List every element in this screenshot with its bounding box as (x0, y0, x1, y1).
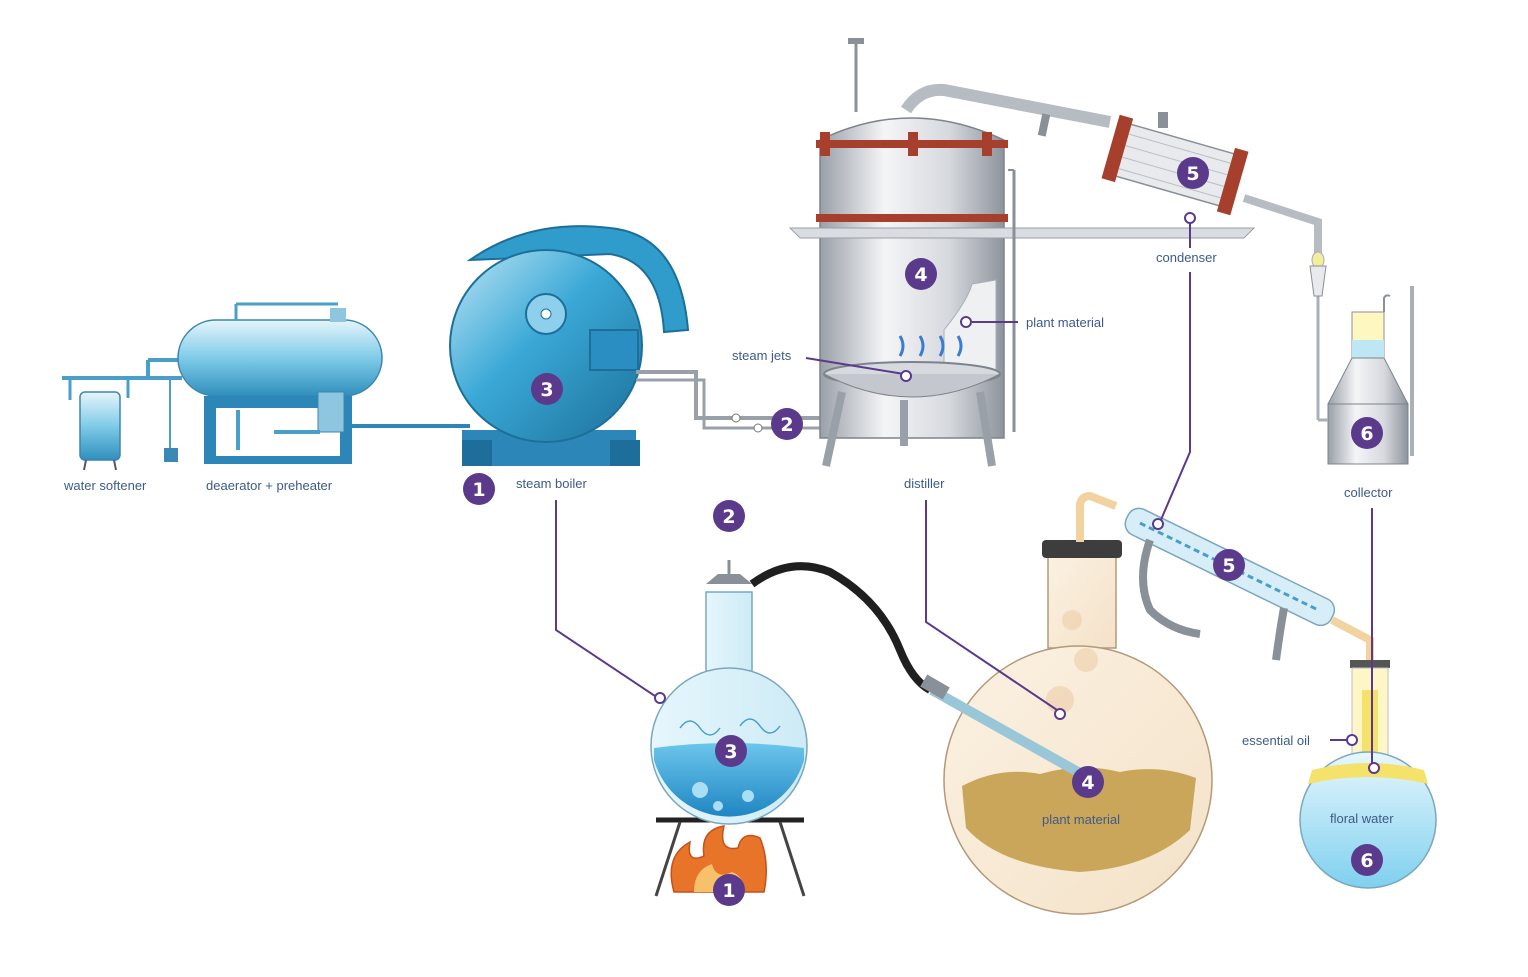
steam-boiler-unit (449, 225, 840, 466)
leader-dot-collector (1368, 762, 1380, 774)
badge-4-lab-plant: 4 (1072, 766, 1104, 798)
plant-material-flask (920, 540, 1213, 915)
badge-number: 5 (1186, 163, 1199, 185)
collector-flask (1299, 660, 1437, 889)
badge-number: 4 (914, 264, 927, 286)
label-deaerator-preheater: deaerator + preheater (206, 478, 333, 493)
label-essential-oil: essential oil (1242, 733, 1310, 748)
leader-steam-boiler (555, 500, 659, 699)
leader-dot-condenser (1152, 518, 1164, 530)
badge-1-lab-flame: 1 (713, 874, 745, 906)
badge-3-lab-flask: 3 (715, 735, 747, 767)
leader-dot-steam-jets (900, 370, 912, 382)
badge-number: 3 (724, 741, 737, 763)
label-plant-material-top: plant material (1026, 315, 1104, 330)
label-collector: collector (1344, 485, 1393, 500)
leader-dot-steam-boiler (654, 692, 666, 704)
label-floral-water: floral water (1330, 811, 1394, 826)
badge-number: 5 (1222, 555, 1235, 577)
badge-5-condenser: 5 (1177, 157, 1209, 189)
label-steam-boiler: steam boiler (516, 476, 587, 491)
badge-1-boiler: 1 (463, 473, 495, 505)
boiling-flask (650, 560, 933, 825)
badge-number: 2 (722, 506, 735, 528)
label-distiller: distiller (904, 476, 945, 491)
water-softener-unit (62, 376, 182, 471)
leader-dot-condenser-top (1184, 212, 1196, 224)
badge-6-collector: 6 (1351, 417, 1383, 449)
deaerator-preheater-unit (146, 302, 470, 464)
leader-steam-jets (805, 357, 905, 375)
badge-3-boiler: 3 (531, 373, 563, 405)
badge-number: 1 (722, 880, 735, 902)
badge-number: 4 (1081, 772, 1094, 794)
leader-dot-plant-material (960, 316, 972, 328)
collector-unit (1318, 286, 1414, 465)
leader-condenser (1159, 272, 1191, 523)
leader-dot-distiller (1054, 708, 1066, 720)
badge-number: 6 (1360, 423, 1373, 445)
condenser-unit (1101, 112, 1327, 420)
badge-2-lab-inlet: 2 (713, 500, 745, 532)
badge-5-lab-condenser: 5 (1213, 549, 1245, 581)
label-water-softener: water softener (63, 478, 147, 493)
leader-dot-essential-oil (1346, 734, 1358, 746)
label-plant-material-lab: plant material (1042, 812, 1120, 827)
badge-2-steam-line: 2 (771, 408, 803, 440)
badge-number: 1 (472, 479, 485, 501)
badge-4-distiller: 4 (905, 258, 937, 290)
badge-number: 2 (780, 414, 793, 436)
label-condenser: condenser (1156, 250, 1217, 265)
badge-6-lab-collector: 6 (1351, 844, 1383, 876)
badge-number: 3 (540, 379, 553, 401)
badge-number: 6 (1360, 850, 1373, 872)
leader-distiller (925, 500, 1061, 713)
label-steam-jets: steam jets (732, 348, 792, 363)
